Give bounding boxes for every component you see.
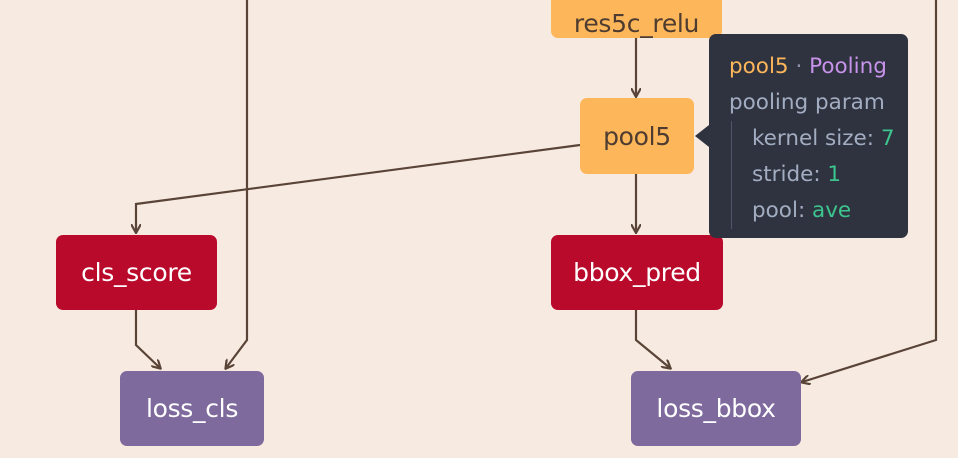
tooltip-param-list: kernel size: 7 stride: 1 pool: ave — [731, 121, 908, 229]
tooltip-separator: · — [795, 54, 803, 79]
node-pool5-label: pool5 — [603, 121, 671, 151]
tooltip-param-value: 7 — [880, 126, 895, 151]
edge-bbox-targets-to-loss-bbox — [802, 0, 938, 382]
edge-bbox-pred-to-loss-bbox — [634, 310, 670, 368]
node-loss-cls-label: loss_cls — [145, 394, 239, 423]
edge-cls-score-to-loss-cls — [134, 310, 160, 368]
tooltip-param-value: 1 — [827, 162, 842, 187]
node-res5c-relu[interactable]: res5c_relu — [551, 0, 722, 38]
tooltip-layer-type: Pooling — [809, 54, 887, 79]
node-loss-bbox[interactable]: loss_bbox — [631, 371, 801, 446]
tooltip-param-row: kernel size: 7 — [752, 126, 895, 151]
tooltip-header: pool5 · Pooling — [729, 49, 908, 85]
tooltip-param-key: kernel size — [752, 126, 867, 151]
node-bbox-pred[interactable]: bbox_pred — [551, 235, 723, 310]
node-cls-score-label: cls_score — [81, 258, 192, 287]
tooltip-param-row: stride: 1 — [752, 162, 842, 187]
node-cls-score[interactable]: cls_score — [56, 235, 217, 310]
node-pool5[interactable]: pool5 — [580, 98, 694, 174]
tooltip-pointer — [695, 125, 709, 147]
tooltip-param-row: pool: ave — [752, 198, 852, 223]
edge-label-to-loss-cls — [226, 0, 249, 368]
tooltip-layer-name: pool5 — [729, 54, 789, 79]
node-res5c-relu-label: res5c_relu — [573, 8, 700, 38]
node-loss-bbox-label: loss_bbox — [656, 394, 776, 423]
tooltip-section-title: pooling param — [729, 90, 885, 115]
tooltip-param-value: ave — [812, 198, 852, 223]
tooltip-param-key: stride — [752, 162, 814, 187]
node-bbox-pred-label: bbox_pred — [573, 258, 701, 287]
tooltip-param-key: pool — [752, 198, 798, 223]
edge-pool5-to-cls-score — [136, 143, 581, 232]
node-loss-cls[interactable]: loss_cls — [120, 371, 264, 446]
node-info-tooltip: pool5 · Pooling pooling param kernel siz… — [709, 34, 908, 238]
